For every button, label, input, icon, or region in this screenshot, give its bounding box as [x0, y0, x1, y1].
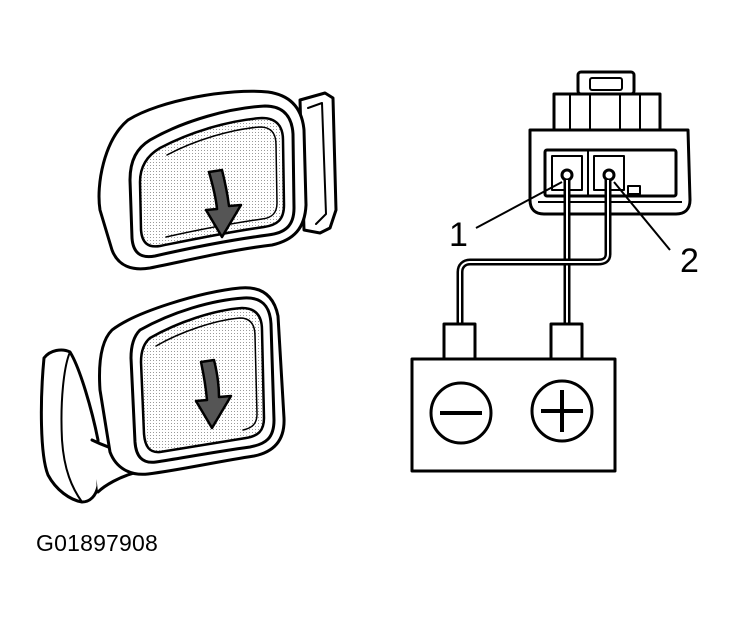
figure-code: G01897908: [36, 530, 159, 556]
negative-lead-core: [459, 180, 609, 326]
callout-1-leader: [475, 181, 563, 229]
callout-2-label: 2: [680, 242, 699, 280]
mirror-top-bracket-inner: [307, 102, 327, 225]
callout-leaders: [475, 181, 671, 251]
terminal-1-icon: [560, 168, 574, 182]
connector-upper-ribs: [569, 94, 641, 140]
battery-positive-post: [549, 322, 584, 363]
terminal-2-icon: [602, 168, 616, 182]
connector-key: [627, 185, 641, 195]
mirror-connector: [528, 70, 692, 216]
mirror-bottom-base-edge: [60, 351, 83, 503]
test-leads: [456, 180, 612, 326]
mirror-top: [97, 89, 338, 271]
callout-2-leader: [613, 181, 671, 251]
connector-lock-tab-core: [589, 77, 623, 91]
mirror-bottom: [39, 286, 286, 504]
mirror-bottom-glass: [139, 306, 266, 454]
mirror-top-bracket: [298, 91, 338, 235]
mirror-bottom-arrow-icon: [194, 358, 233, 430]
callout-1-label: 1: [449, 216, 468, 254]
battery-negative-post: [442, 322, 477, 363]
mirror-top-arrow-icon: [204, 168, 243, 239]
battery: [410, 322, 617, 473]
mirror-bottom-bevel: [155, 317, 258, 431]
